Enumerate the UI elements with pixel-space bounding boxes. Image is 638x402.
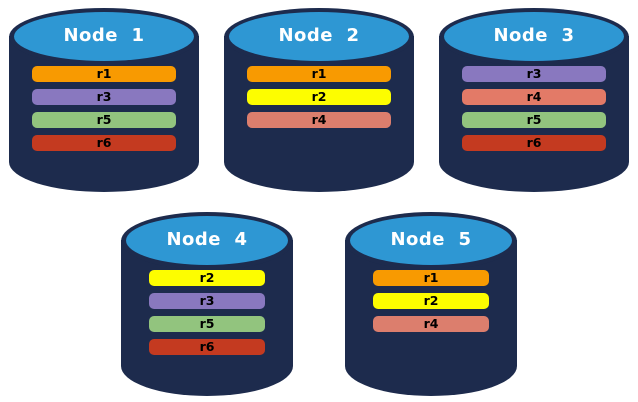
replica-bar-r6: r6	[32, 135, 176, 151]
cylinder-top-ellipse	[444, 12, 624, 61]
cylinder-top-ellipse	[14, 12, 194, 61]
replica-bar-r1: r1	[373, 270, 489, 286]
node-cylinder-1: Node 1 r1 r3 r5 r6	[9, 8, 199, 192]
replica-stack: r3 r4 r5 r6	[439, 66, 629, 151]
node-cylinder-3: Node 3 r3 r4 r5 r6	[439, 8, 629, 192]
replica-bar-r1: r1	[247, 66, 391, 82]
node-row-bottom: Node 4 r2 r3 r5 r6 Node 5 r1 r2 r4	[0, 212, 638, 396]
node-title: Node 1	[63, 25, 145, 46]
replica-bar-r4: r4	[247, 112, 391, 128]
cylinder-top-ellipse	[350, 216, 512, 265]
replica-stack: r1 r2 r4	[224, 66, 414, 128]
replica-stack: r1 r2 r4	[345, 270, 517, 332]
cylinder-top-rim	[224, 8, 414, 66]
cylinder-top-ellipse	[229, 12, 409, 61]
node-cylinder-2: Node 2 r1 r2 r4	[224, 8, 414, 192]
replica-bar-r1: r1	[32, 66, 176, 82]
cylinder-top-rim	[9, 8, 199, 66]
node-row-top: Node 1 r1 r3 r5 r6 Node 2 r1 r2 r4	[0, 0, 638, 192]
replica-bar-r3: r3	[32, 89, 176, 105]
node-title: Node 5	[390, 229, 472, 250]
node-title: Node 3	[493, 25, 575, 46]
replica-bar-r2: r2	[373, 293, 489, 309]
replica-bar-r2: r2	[247, 89, 391, 105]
replica-bar-r2: r2	[149, 270, 265, 286]
cylinder-top-rim	[121, 212, 293, 270]
cylinder-top-rim	[439, 8, 629, 66]
node-title: Node 2	[278, 25, 360, 46]
replica-bar-r6: r6	[462, 135, 606, 151]
replica-bar-r4: r4	[373, 316, 489, 332]
replica-bar-r5: r5	[149, 316, 265, 332]
cylinder-top-rim	[345, 212, 517, 270]
replica-bar-r5: r5	[32, 112, 176, 128]
replica-bar-r3: r3	[462, 66, 606, 82]
node-cylinder-5: Node 5 r1 r2 r4	[345, 212, 517, 396]
node-title: Node 4	[166, 229, 248, 250]
replica-stack: r1 r3 r5 r6	[9, 66, 199, 151]
replica-bar-r4: r4	[462, 89, 606, 105]
node-cylinder-4: Node 4 r2 r3 r5 r6	[121, 212, 293, 396]
replica-bar-r3: r3	[149, 293, 265, 309]
replica-stack: r2 r3 r5 r6	[121, 270, 293, 355]
cylinder-top-ellipse	[126, 216, 288, 265]
replica-bar-r6: r6	[149, 339, 265, 355]
replica-bar-r5: r5	[462, 112, 606, 128]
